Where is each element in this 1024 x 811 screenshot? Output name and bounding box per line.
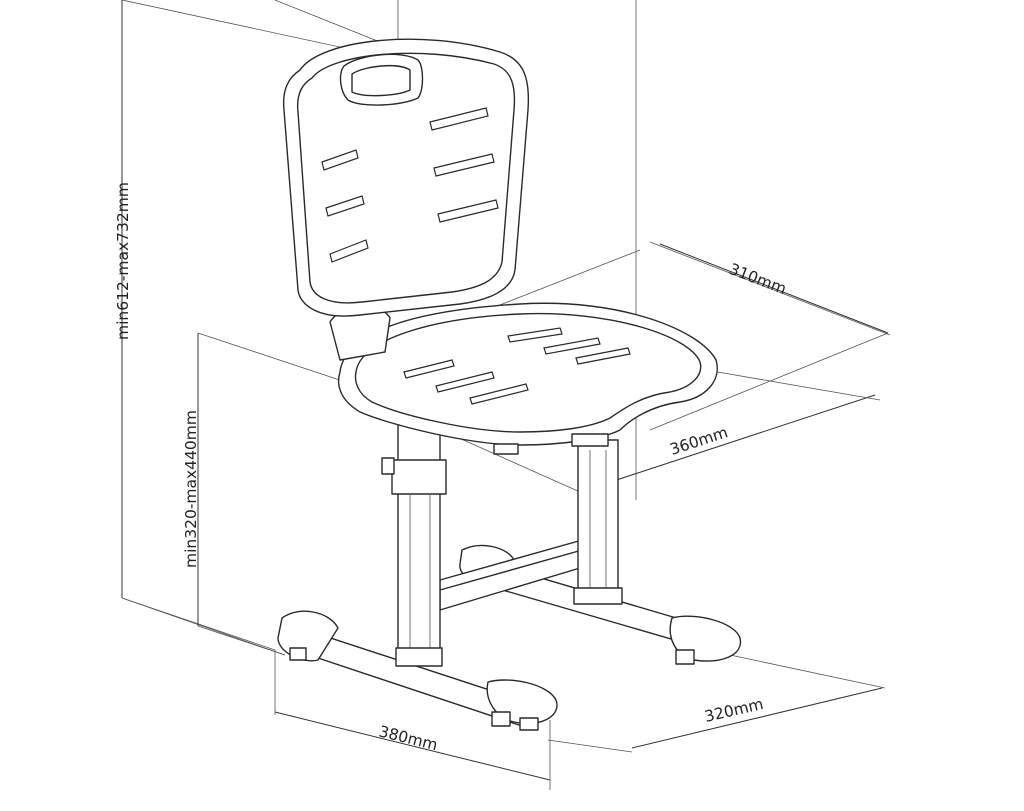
total-height-label: min612-max732mm [114,182,132,340]
chair-base [277,534,742,731]
seat-slots [403,327,631,405]
chair-columns [381,424,623,667]
chair-backrest [282,38,530,361]
seat-width-label: 360mm [668,423,730,459]
base-depth-label: 320mm [703,695,765,726]
base-width-label: 380mm [377,722,439,754]
seat-height-label: min320-max440mm [182,410,200,568]
backrest-slots [321,107,499,263]
chair-seat [337,302,718,455]
backrest-width-label: 310mm [727,260,789,298]
